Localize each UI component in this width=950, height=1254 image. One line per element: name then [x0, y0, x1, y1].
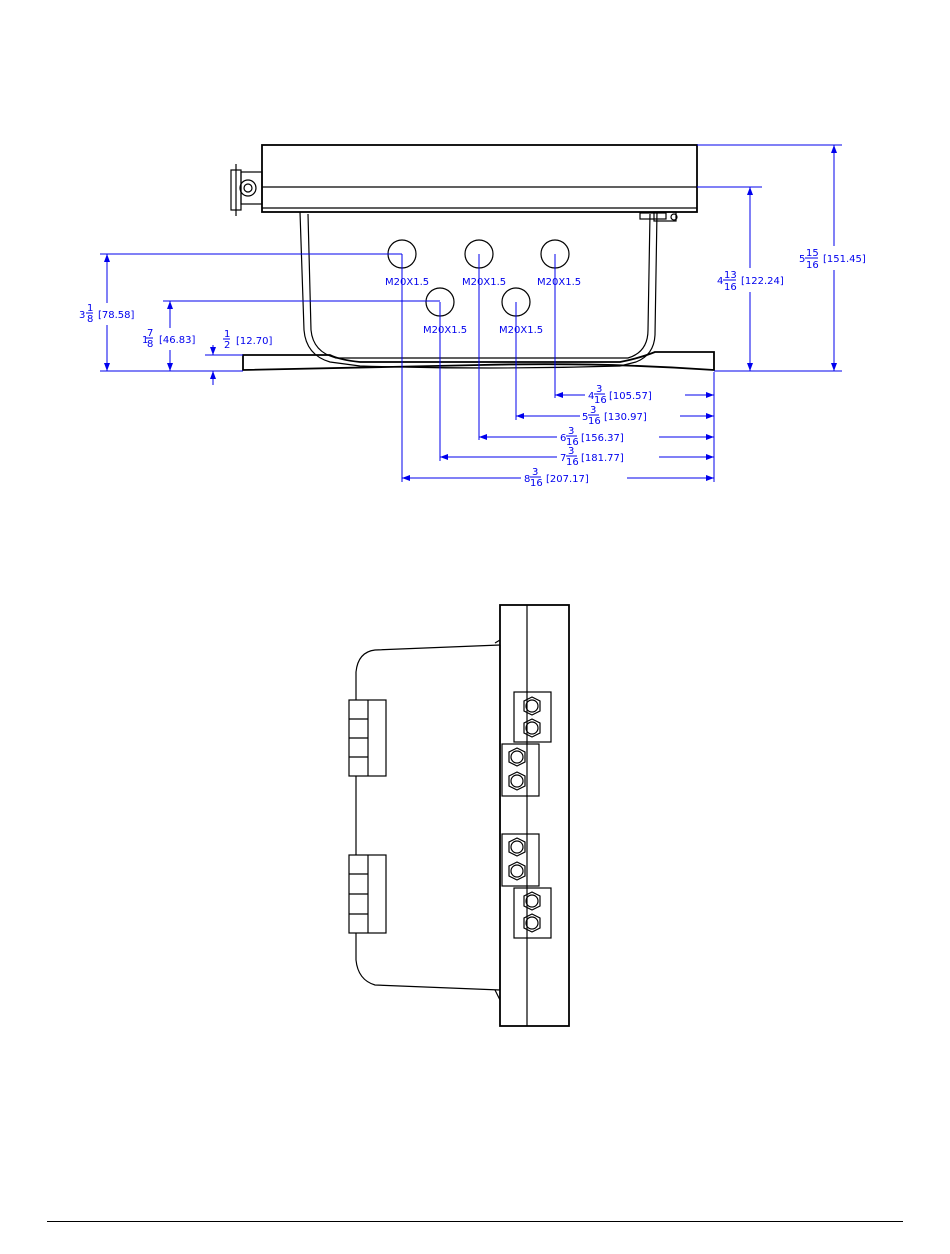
end-body: [356, 645, 500, 990]
svg-text:7: 7: [147, 328, 153, 339]
offset-7-3-16: 7 3 16 [181.77]: [557, 446, 659, 468]
svg-text:[156.37]: [156.37]: [581, 433, 624, 444]
svg-text:2: 2: [224, 340, 230, 351]
svg-text:3: 3: [79, 310, 85, 321]
svg-text:[46.83]: [46.83]: [159, 335, 196, 346]
thread-label: M20X1.5: [423, 325, 467, 336]
height-overall: 5 15 16 [151.45]: [797, 246, 869, 271]
svg-text:[12.70]: [12.70]: [236, 336, 273, 347]
height-upper-entries: 3 1 8 [78.58]: [76, 303, 166, 325]
svg-text:[122.24]: [122.24]: [741, 276, 784, 287]
svg-text:[181.77]: [181.77]: [581, 453, 624, 464]
svg-text:8: 8: [87, 314, 93, 325]
svg-text:4: 4: [717, 276, 723, 287]
svg-text:15: 15: [806, 248, 819, 259]
height-flange: 1 2 [12.70]: [223, 329, 273, 351]
svg-text:16: 16: [588, 416, 601, 427]
svg-text:[78.58]: [78.58]: [98, 310, 135, 321]
height-lower-entries: 1 7 8 [46.83]: [140, 328, 200, 350]
bolt-block-2: [502, 744, 539, 796]
thread-label: M20X1.5: [385, 277, 429, 288]
svg-text:8: 8: [147, 339, 153, 350]
bolt-block-4: [514, 888, 551, 938]
svg-text:[207.17]: [207.17]: [546, 474, 589, 485]
svg-text:[105.57]: [105.57]: [609, 391, 652, 402]
svg-text:16: 16: [724, 282, 737, 293]
height-body: 4 13 16 [122.24]: [715, 268, 787, 293]
hinge: [231, 164, 262, 216]
side-view: M20X1.5 M20X1.5 M20X1.5 M20X1.5 M20X1.5: [76, 145, 869, 489]
offset-6-3-16: 6 3 16 [156.37]: [557, 426, 659, 448]
svg-text:1: 1: [87, 303, 93, 314]
offset-5-3-16: 5 3 16 [130.97]: [580, 405, 680, 427]
svg-text:16: 16: [806, 260, 819, 271]
svg-text:3: 3: [590, 405, 596, 416]
svg-text:5: 5: [799, 254, 805, 265]
bolt-block-1: [514, 692, 551, 742]
thread-label: M20X1.5: [499, 325, 543, 336]
footer-rule: [47, 1221, 903, 1222]
terminal-block-upper: [349, 700, 386, 776]
offset-8-3-16: 8 3 16 [207.17]: [521, 467, 627, 489]
svg-text:13: 13: [724, 270, 737, 281]
thread-label: M20X1.5: [537, 277, 581, 288]
offset-4-3-16: 4 3 16 [105.57]: [585, 384, 685, 406]
svg-text:3: 3: [568, 446, 574, 457]
svg-text:16: 16: [566, 457, 579, 468]
svg-text:[151.45]: [151.45]: [823, 254, 866, 265]
svg-text:3: 3: [532, 467, 538, 478]
end-lid: [500, 605, 569, 1026]
svg-text:3: 3: [596, 384, 602, 395]
svg-text:1: 1: [224, 329, 230, 340]
thread-labels: M20X1.5 M20X1.5 M20X1.5 M20X1.5 M20X1.5: [385, 277, 581, 336]
svg-text:3: 3: [568, 426, 574, 437]
terminal-block-lower: [349, 855, 386, 933]
enclosure-lid: [262, 145, 697, 212]
thread-label: M20X1.5: [462, 277, 506, 288]
svg-text:16: 16: [530, 478, 543, 489]
latch: [640, 212, 677, 221]
svg-text:[130.97]: [130.97]: [604, 412, 647, 423]
end-view: [349, 605, 569, 1026]
bolt-block-3: [502, 834, 539, 886]
